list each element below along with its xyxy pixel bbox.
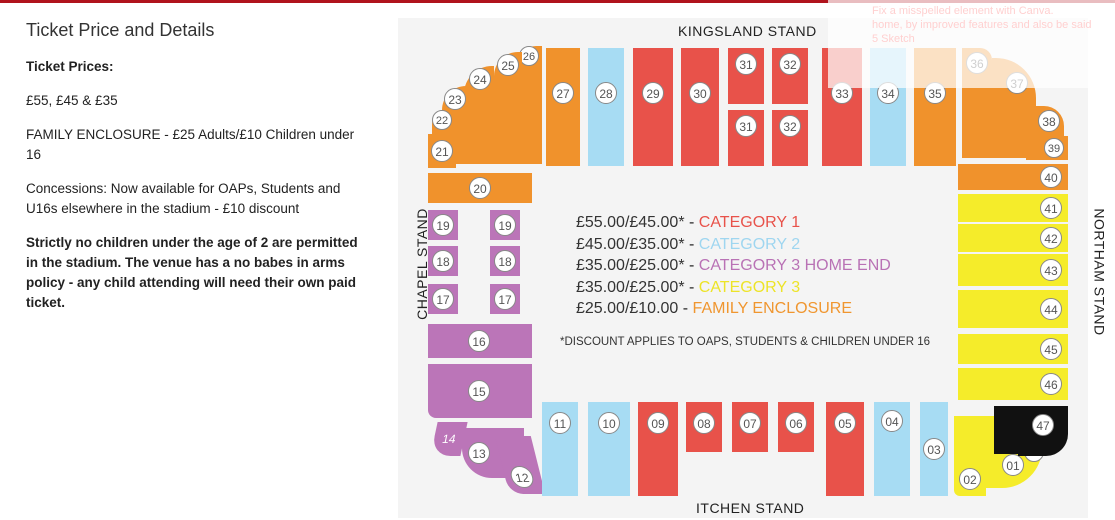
legend-category-3: CATEGORY 3	[698, 278, 801, 296]
block-18-left[interactable]: 18	[428, 246, 458, 276]
legend-row: £35.00/£25.00* - CATEGORY 3	[576, 278, 801, 296]
block-19-left[interactable]: 19	[428, 210, 458, 240]
family-enclosure-text: FAMILY ENCLOSURE - £25 Adults/£10 Childr…	[26, 127, 355, 162]
block-07[interactable]: 07	[732, 402, 768, 452]
block-20[interactable]: 20	[428, 173, 532, 203]
top-accent-bar	[0, 0, 1115, 3]
block-09[interactable]: 09	[638, 402, 678, 496]
legend-row: £45.00/£35.00* - CATEGORY 2	[576, 235, 801, 253]
popup-line-2: home, by improved features and also be s…	[872, 19, 1092, 31]
block-17-left[interactable]: 17	[428, 284, 458, 314]
block-08[interactable]: 08	[686, 402, 722, 452]
block-15[interactable]: 15	[428, 364, 532, 418]
block-39[interactable]: 39	[1026, 136, 1068, 160]
legend-family: FAMILY ENCLOSURE	[692, 300, 852, 317]
popup-line-3: 5 Sketch	[872, 33, 915, 45]
block-18-right[interactable]: 18	[490, 246, 520, 276]
block-26[interactable]: 26	[518, 46, 542, 164]
block-31-lower[interactable]: 31	[728, 110, 764, 166]
stand-label-south: ITCHEN STAND	[696, 500, 805, 516]
page-title: Ticket Price and Details	[26, 20, 215, 40]
legend-row: £35.00/£25.00* - CATEGORY 3 HOME END	[576, 257, 891, 274]
block-10[interactable]: 10	[588, 402, 630, 496]
block-46[interactable]: 46	[958, 368, 1068, 400]
stand-label-north: KINGSLAND STAND	[678, 23, 817, 39]
block-24[interactable]: 24	[464, 66, 494, 164]
block-44[interactable]: 44	[958, 290, 1068, 328]
block-16[interactable]: 16	[428, 324, 532, 358]
concessions-text: Concessions: Now available for OAPs, Stu…	[26, 181, 341, 216]
stadium-seating-map: KINGSLAND STAND ITCHEN STAND CHAPEL STAN…	[398, 18, 1108, 518]
ticket-prices-text: £55, £45 & £35	[26, 93, 118, 108]
block-42[interactable]: 42	[958, 224, 1068, 252]
block-32-upper[interactable]: 32	[772, 48, 808, 104]
stand-label-east: NORTHAM STAND	[1091, 208, 1108, 336]
children-policy-text: Strictly no children under the age of 2 …	[26, 235, 358, 310]
block-38[interactable]: 38	[1010, 106, 1064, 136]
block-29[interactable]: 29	[633, 48, 673, 166]
legend-row: £25.00/£10.00 - FAMILY ENCLOSURE	[576, 300, 852, 317]
block-05[interactable]: 05	[826, 402, 864, 496]
block-30[interactable]: 30	[681, 48, 719, 166]
block-32-lower[interactable]: 32	[772, 110, 808, 166]
block-03[interactable]: 03	[920, 402, 948, 496]
legend-category-2: CATEGORY 2	[698, 235, 801, 253]
block-41[interactable]: 41	[958, 194, 1068, 222]
block-25[interactable]: 25	[494, 52, 522, 164]
block-11[interactable]: 11	[542, 402, 578, 496]
block-02[interactable]: 02	[954, 416, 986, 496]
block-40[interactable]: 40	[958, 164, 1068, 190]
block-28[interactable]: 28	[588, 48, 624, 166]
price-legend: £55.00/£45.00* - CATEGORY 1 £45.00/£35.0…	[576, 212, 891, 320]
block-21[interactable]: 21	[428, 134, 456, 168]
discount-note: *DISCOUNT APPLIES TO OAPS, STUDENTS & CH…	[560, 336, 931, 348]
legend-row: £55.00/£45.00* - CATEGORY 1	[576, 214, 801, 231]
block-43[interactable]: 43	[958, 254, 1068, 286]
block-45[interactable]: 45	[958, 334, 1068, 364]
background-popup-faded: Fix a misspelled element with Canva. hom…	[828, 0, 1115, 88]
legend-category-3-home: CATEGORY 3 HOME END	[698, 257, 891, 274]
block-31-upper[interactable]: 31	[728, 48, 764, 104]
block-47[interactable]: 47	[1018, 406, 1068, 456]
block-17-right[interactable]: 17	[490, 284, 520, 314]
legend-category-1: CATEGORY 1	[698, 214, 801, 231]
block-04[interactable]: 04	[874, 402, 910, 496]
ticket-details-panel: Ticket Price and Details Ticket Prices: …	[26, 20, 366, 327]
block-19-right[interactable]: 19	[490, 210, 520, 240]
block-12[interactable]: 12	[494, 436, 546, 494]
block-06[interactable]: 06	[778, 402, 814, 452]
ticket-prices-label: Ticket Prices:	[26, 59, 114, 74]
block-27[interactable]: 27	[546, 48, 580, 166]
popup-line-1: Fix a misspelled element with Canva.	[872, 5, 1054, 17]
